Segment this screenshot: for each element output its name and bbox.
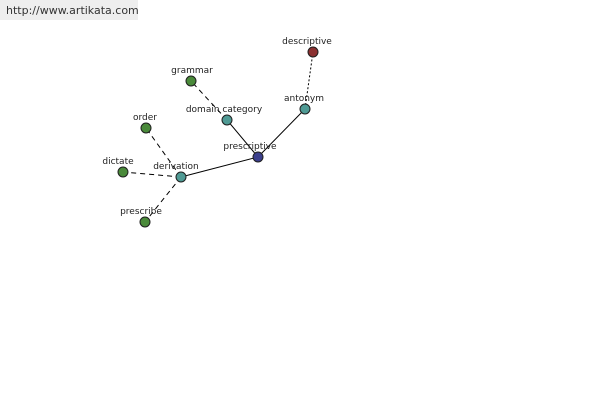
node-dot-descriptive[interactable] <box>307 46 319 58</box>
node-domain-category[interactable]: domain category <box>186 105 263 126</box>
node-label-prescribe[interactable]: prescribe <box>120 207 162 217</box>
edge-derivation-dictate <box>122 171 182 178</box>
node-label-domain-category[interactable]: domain category <box>186 105 263 115</box>
node-dot-dictate[interactable] <box>117 166 129 178</box>
node-dot-order[interactable] <box>140 122 152 134</box>
node-dot-prescriptive[interactable] <box>252 151 264 163</box>
node-label-antonym[interactable]: antonym <box>284 94 324 104</box>
node-label-order[interactable]: order <box>133 113 157 123</box>
edge-prescriptive-domain-category <box>226 119 259 158</box>
node-derivation[interactable]: derivation <box>153 162 199 183</box>
node-label-derivation[interactable]: derivation <box>153 162 199 172</box>
source-url-text[interactable]: http://www.artikata.com <box>6 4 139 17</box>
edges-layer <box>122 51 314 223</box>
node-prescriptive[interactable]: prescriptive <box>223 142 277 163</box>
node-antonym[interactable]: antonym <box>284 94 324 115</box>
node-label-descriptive[interactable]: descriptive <box>282 37 332 47</box>
node-dot-grammar[interactable] <box>185 75 197 87</box>
node-label-dictate[interactable]: dictate <box>102 157 134 167</box>
node-dictate[interactable]: dictate <box>102 157 134 178</box>
node-dot-derivation[interactable] <box>175 171 187 183</box>
node-label-prescriptive[interactable]: prescriptive <box>223 142 277 152</box>
source-url-banner[interactable]: http://www.artikata.com <box>0 0 139 20</box>
edge-derivation-order <box>145 127 182 178</box>
node-dot-domain-category[interactable] <box>221 114 233 126</box>
edge-derivation-prescribe <box>144 176 182 223</box>
node-label-grammar[interactable]: grammar <box>171 66 213 76</box>
node-dot-antonym[interactable] <box>299 103 311 115</box>
node-grammar[interactable]: grammar <box>171 66 213 87</box>
edge-prescriptive-derivation <box>180 156 259 178</box>
nodes-layer: prescriptive derivation domain category ant… <box>102 37 332 228</box>
edge-prescriptive-antonym <box>257 108 306 158</box>
node-order[interactable]: order <box>133 113 157 134</box>
edge-antonym-descriptive <box>304 51 314 110</box>
node-prescribe[interactable]: prescribe <box>120 207 162 228</box>
node-dot-prescribe[interactable] <box>139 216 151 228</box>
node-descriptive[interactable]: descriptive <box>282 37 332 58</box>
